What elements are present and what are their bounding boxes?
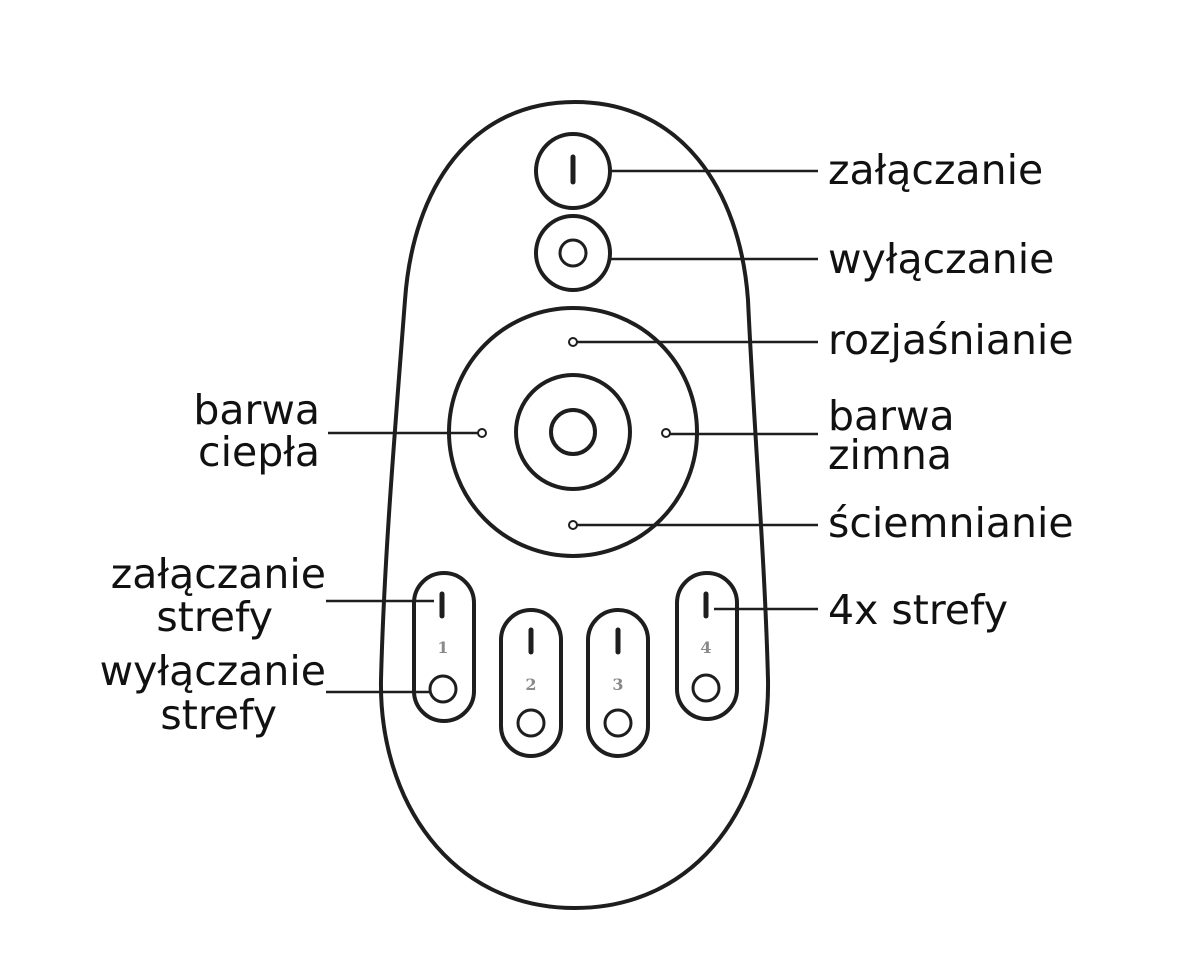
on-button[interactable] <box>534 132 612 210</box>
label-dim: ściemnianie <box>828 499 1074 547</box>
zone-4-number: 4 <box>700 638 711 657</box>
zone-off-icon <box>603 708 633 738</box>
zone-off-icon <box>691 673 721 703</box>
zone-off-icon <box>428 674 458 704</box>
zone-3-number: 3 <box>612 675 623 694</box>
label-cool-line2: zimna <box>828 431 952 479</box>
remote-body <box>378 99 771 911</box>
center-ring <box>514 373 632 491</box>
dim-dot[interactable] <box>568 520 578 530</box>
off-button[interactable] <box>534 214 612 292</box>
cool-dot[interactable] <box>661 428 671 438</box>
center-button[interactable] <box>549 408 597 456</box>
label-brighten: rozjaśnianie <box>828 316 1074 364</box>
brighten-dot[interactable] <box>568 337 578 347</box>
label-zone-on-line1: załączanie <box>111 550 326 598</box>
zone-1-button[interactable]: 1 <box>412 571 476 723</box>
warm-dot[interactable] <box>477 428 487 438</box>
zone-2-button[interactable]: 2 <box>499 608 563 758</box>
power-off-icon <box>558 238 588 268</box>
label-warm-line1: barwa <box>193 386 320 434</box>
zone-4-button[interactable]: 4 <box>675 571 739 721</box>
label-zone-on-line2: strefy <box>156 593 273 641</box>
label-zones: 4x strefy <box>828 586 1008 634</box>
label-on: załączanie <box>828 146 1043 194</box>
zone-2-number: 2 <box>525 675 536 694</box>
label-cool-line1: barwa <box>828 392 955 440</box>
label-zone-off-line2: strefy <box>160 691 277 739</box>
label-off: wyłączanie <box>828 235 1054 283</box>
label-warm-line2: ciepła <box>198 428 320 476</box>
label-zone-off-line1: wyłączanie <box>100 647 326 695</box>
zone-3-button[interactable]: 3 <box>586 608 650 758</box>
zone-off-icon <box>516 708 546 738</box>
zone-1-number: 1 <box>437 638 448 657</box>
